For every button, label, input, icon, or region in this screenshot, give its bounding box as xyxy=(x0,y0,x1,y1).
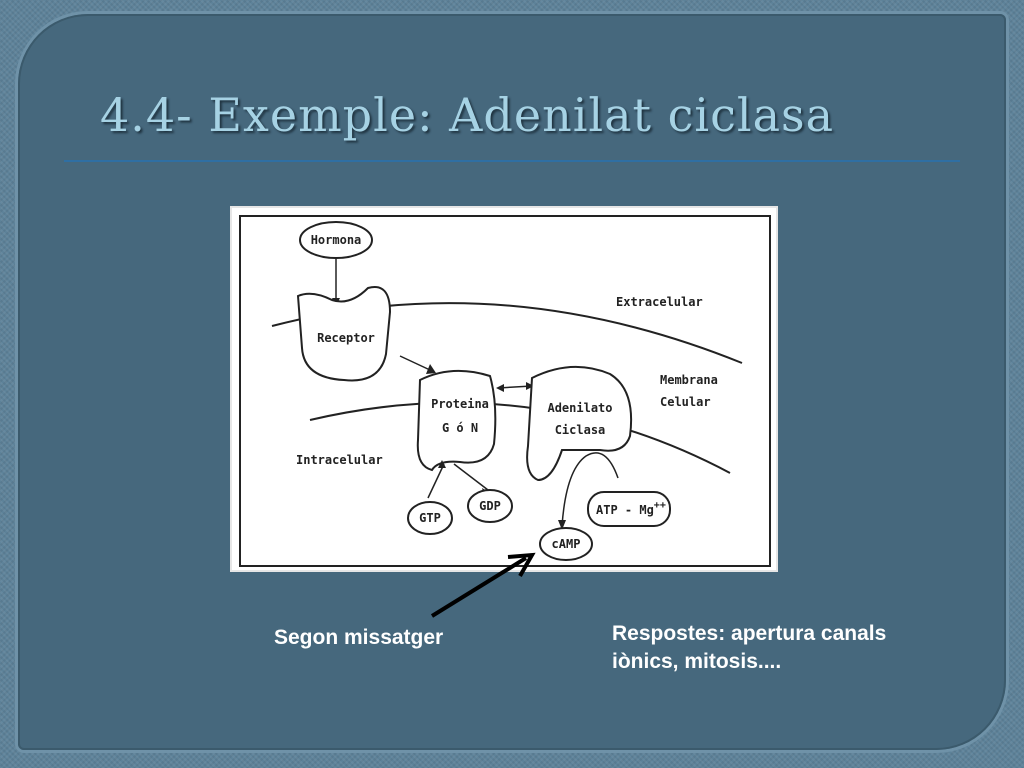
adenylate-cyclase-diagram: Hormona Receptor Extracelular Membrana C… xyxy=(239,215,771,567)
atp-camp-arrowhead xyxy=(558,520,566,530)
respostes-line-2: iònics, mitosis.... xyxy=(612,650,782,673)
receptor-proteina-arrow xyxy=(399,355,431,371)
proteina-label-2: G ó N xyxy=(442,421,478,435)
adenilato-ciclasa-node xyxy=(526,365,633,482)
intracelular-label: Intracelular xyxy=(296,453,383,467)
adenilato-label-1: Adenilato xyxy=(547,401,612,415)
respostes-line-1: Respostes: apertura canals xyxy=(612,622,887,645)
receptor-label: Receptor xyxy=(317,331,375,345)
pointer-arrow-line xyxy=(430,556,528,618)
membrana-label-2: Celular xyxy=(660,395,711,409)
diagram-frame xyxy=(239,215,771,567)
atp-sup: ++ xyxy=(654,500,666,511)
respostes-caption: Respostes: apertura canals iònics, mitos… xyxy=(612,620,972,676)
camp-label: cAMP xyxy=(552,537,581,551)
atp-mg-node xyxy=(587,491,671,527)
proteina-label-1: Proteina xyxy=(431,397,489,411)
proteina-adenilato-arrowhead-right xyxy=(526,382,534,390)
gdp-label: GDP xyxy=(479,499,501,513)
receptor-node xyxy=(296,286,392,382)
extracelular-label: Extracelular xyxy=(616,295,703,309)
membrana-label-1: Membrana xyxy=(660,373,718,387)
title-underline xyxy=(64,160,960,162)
gdp-arrow xyxy=(453,463,489,491)
gtp-node xyxy=(407,501,453,535)
gtp-arrow xyxy=(427,463,445,499)
atp-camp-arrow xyxy=(561,452,619,527)
membrane-inner-line xyxy=(309,401,731,474)
atp-text: ATP - Mg xyxy=(596,503,654,517)
gtp-label: GTP xyxy=(419,511,441,525)
gtp-arrowhead xyxy=(438,460,446,468)
adenilato-label-2: Ciclasa xyxy=(555,423,606,437)
proteina-g-node xyxy=(416,369,497,472)
gdp-node xyxy=(467,489,513,523)
atp-label: ATP - Mg++ xyxy=(596,500,666,517)
segon-missatger-caption: Segon missatger xyxy=(274,626,444,649)
diagram-figure: Hormona Receptor Extracelular Membrana C… xyxy=(230,206,778,572)
slide-title: 4.4- Exemple: Adenilat ciclasa xyxy=(100,88,835,142)
proteina-adenilato-arrowhead-left xyxy=(496,384,504,392)
receptor-proteina-arrowhead xyxy=(426,364,436,374)
hormona-label: Hormona xyxy=(311,233,362,247)
camp-node xyxy=(539,527,593,561)
pointer-arrow-head xyxy=(507,552,536,577)
